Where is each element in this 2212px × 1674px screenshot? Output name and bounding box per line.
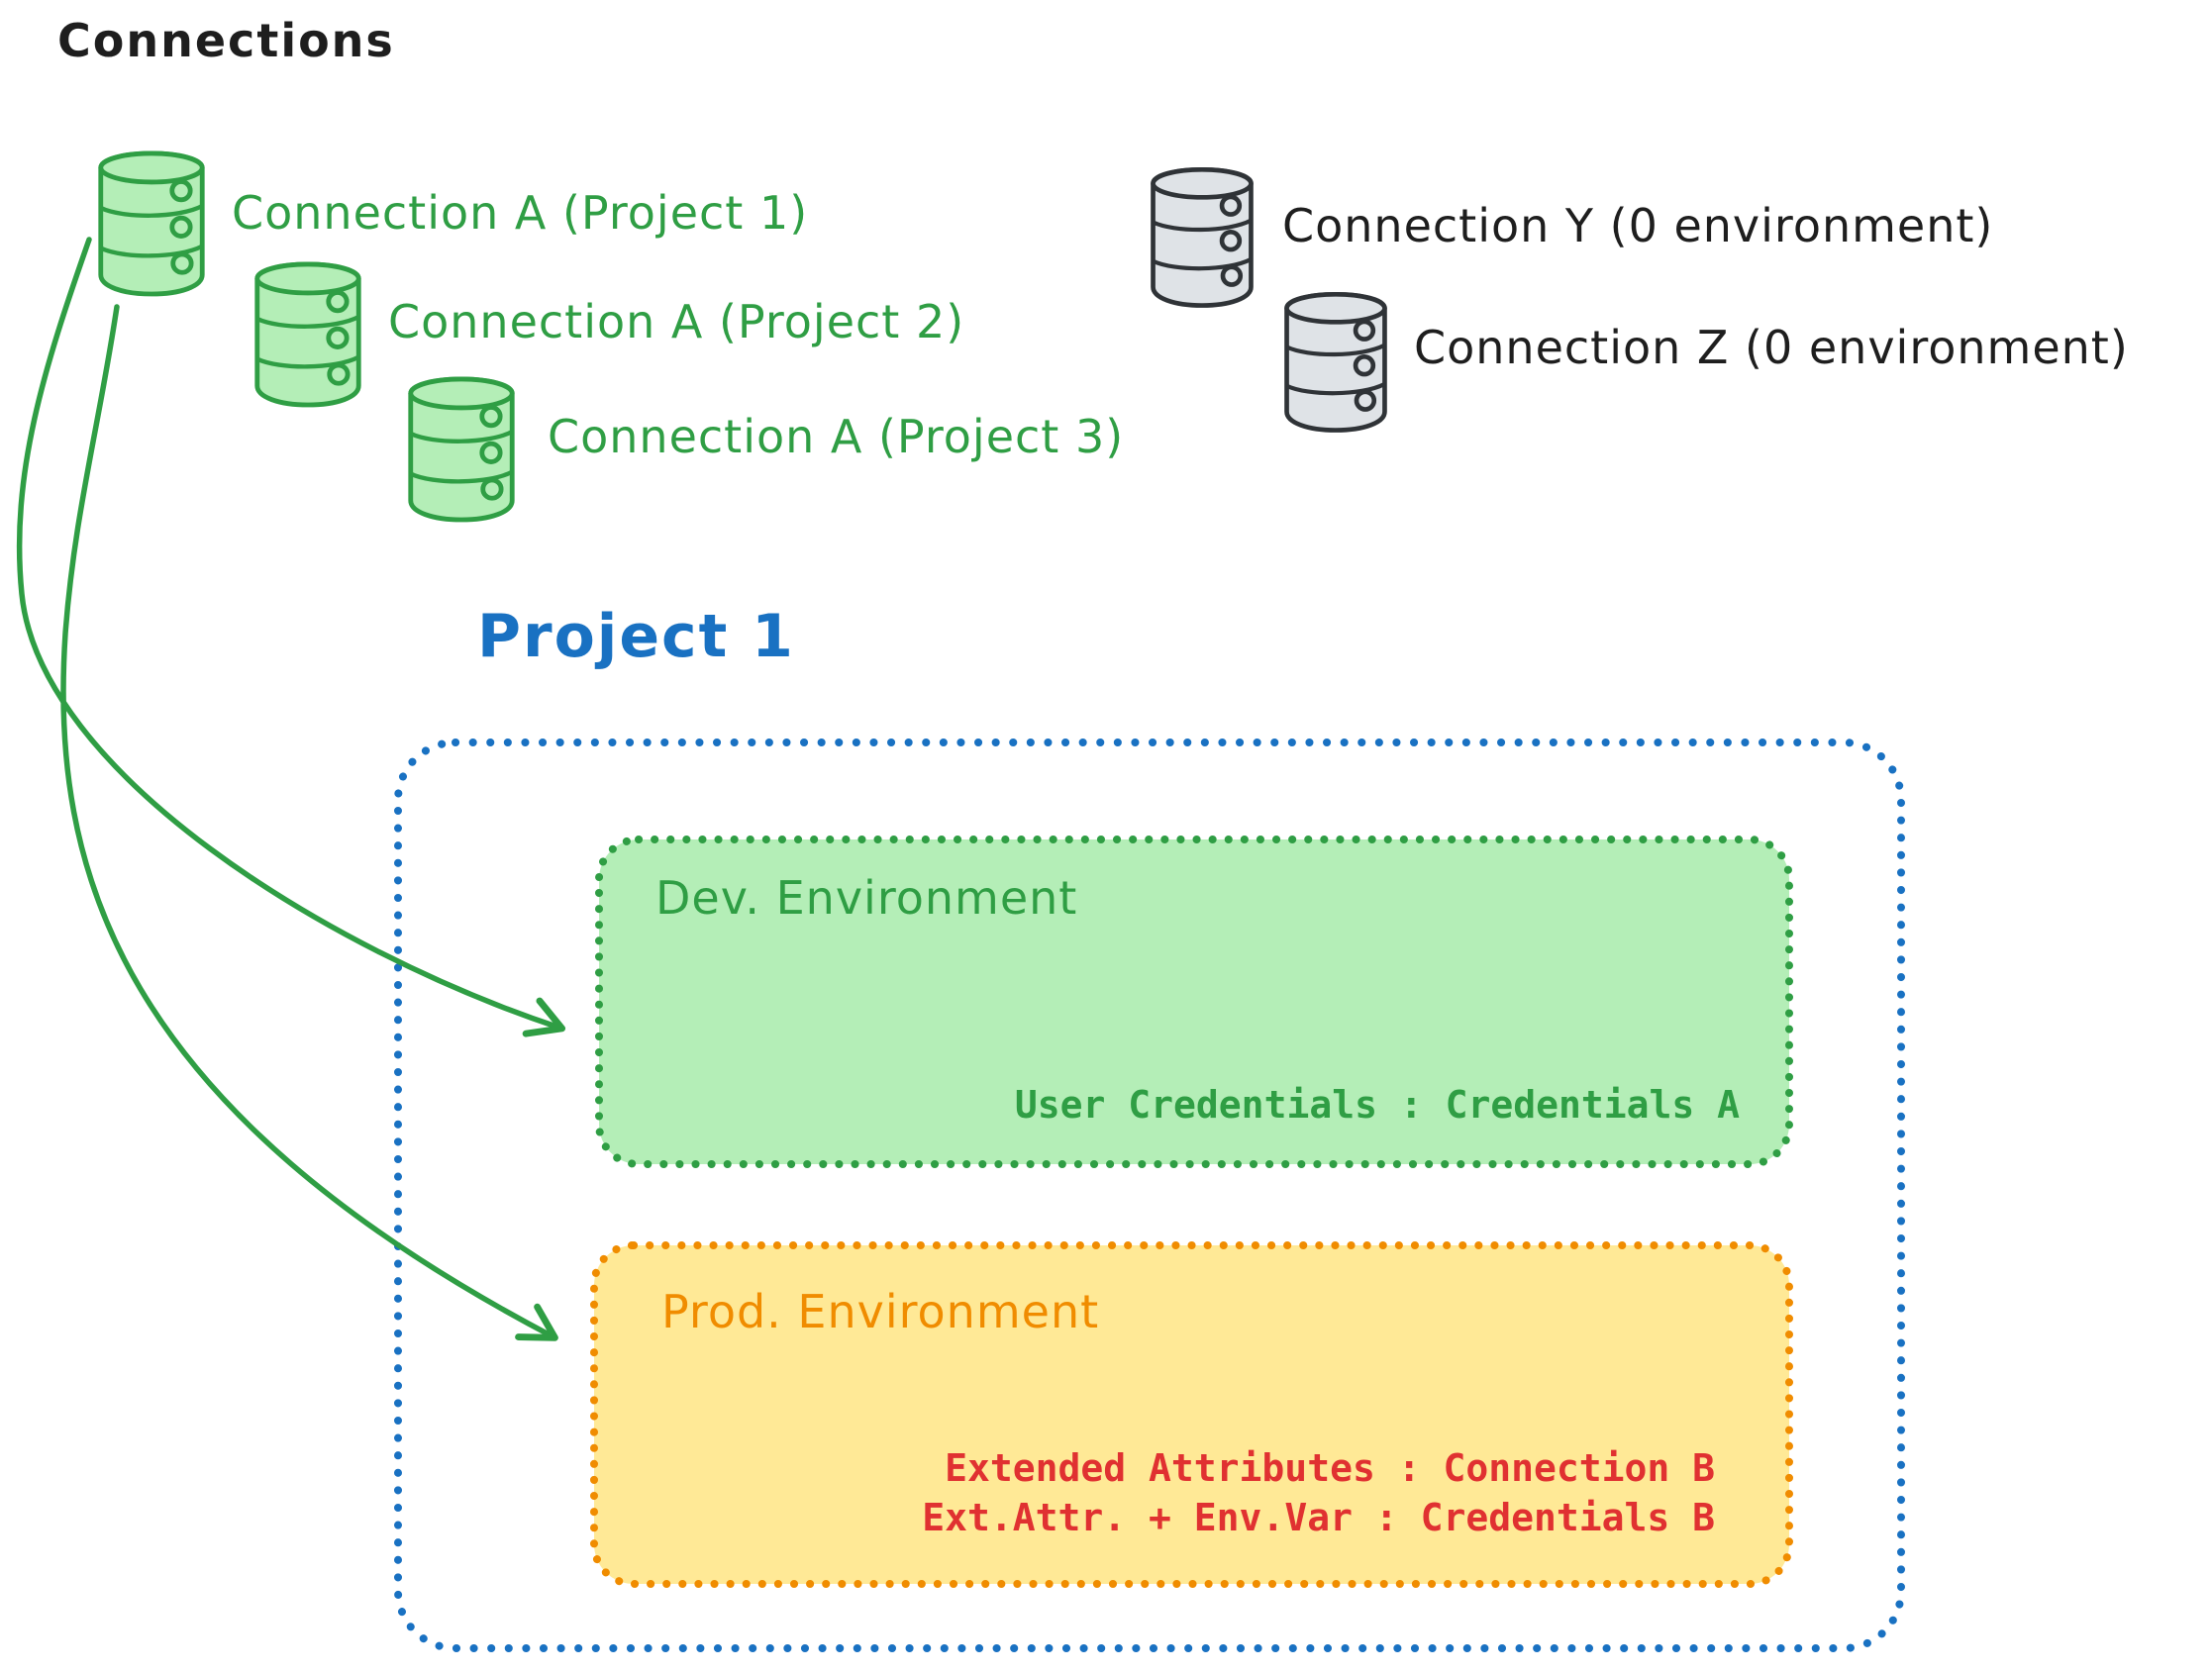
prod-ext-attr-env-var-line: Ext.Attr. + Env.Var : Credentials B — [922, 1496, 1715, 1540]
project-1-title: Project 1 — [477, 602, 795, 671]
prod-environment-title: Prod. Environment — [661, 1285, 1100, 1338]
database-icon-connection-a-project-3 — [411, 379, 512, 520]
dev-environment-box — [595, 836, 1793, 1168]
dev-environment-credentials-text: User Credentials : Credentials A — [1014, 1083, 1740, 1127]
arrow-connection-a-to-dev-environment — [16, 237, 566, 1037]
connection-a-project-2-label: Connection A (Project 2) — [388, 295, 965, 348]
prod-environment-mapping-text: Extended Attributes : Connection B Ext.A… — [922, 1443, 1715, 1542]
dev-environment-title: Dev. Environment — [655, 871, 1078, 925]
diagram-title: Connections — [57, 14, 395, 67]
connection-y-label: Connection Y (0 environment) — [1282, 199, 1994, 252]
arrow-connection-a-to-prod-environment — [60, 304, 558, 1341]
database-icon-connection-y — [1154, 169, 1252, 305]
prod-environment-box — [590, 1241, 1793, 1588]
project-1-container-box — [394, 739, 1905, 1652]
database-icon-connection-a-project-1 — [101, 153, 202, 294]
prod-extended-attributes-line: Extended Attributes : Connection B — [945, 1446, 1715, 1490]
connection-z-label: Connection Z (0 environment) — [1414, 321, 2129, 374]
database-icon-connection-z — [1287, 294, 1385, 430]
connection-a-project-3-label: Connection A (Project 3) — [548, 410, 1125, 463]
connection-a-project-1-label: Connection A (Project 1) — [232, 186, 809, 240]
database-icon-connection-a-project-2 — [257, 264, 358, 405]
